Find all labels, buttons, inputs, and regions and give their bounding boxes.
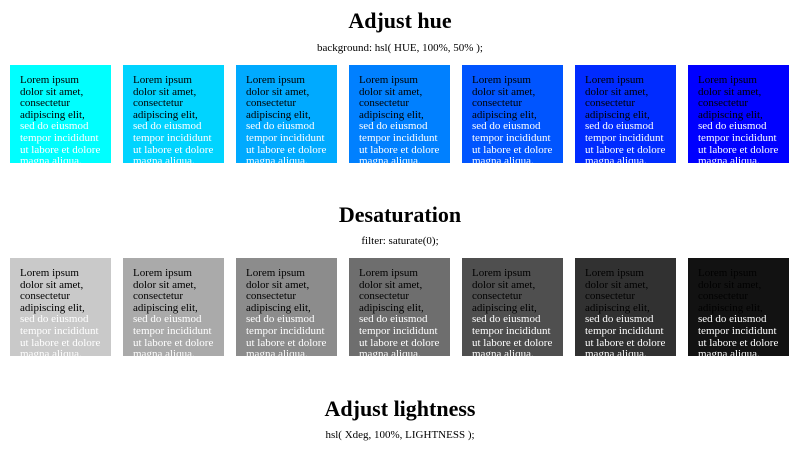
box-text-light: sed do eiusmod tempor incididunt ut labo… <box>585 313 666 361</box>
box-text-dark: Lorem ipsum dolor sit amet, consectetur … <box>585 74 650 121</box>
box-text-light: sed do eiusmod tempor incididunt ut labo… <box>585 120 666 168</box>
box-text-dark: Lorem ipsum dolor sit amet, consectetur … <box>20 74 85 121</box>
box-text-dark: Lorem ipsum dolor sit amet, consectetur … <box>472 74 537 121</box>
box-text-light: sed do eiusmod tempor incididunt ut labo… <box>20 313 101 361</box>
box-text-light: sed do eiusmod tempor incididunt ut labo… <box>133 313 214 361</box>
color-box: Lorem ipsum dolor sit amet, consectetur … <box>349 258 450 360</box>
box-text-dark: Lorem ipsum dolor sit amet, consectetur … <box>246 267 311 314</box>
box-text-light: sed do eiusmod tempor incididunt ut labo… <box>472 313 553 361</box>
box-text-light: sed do eiusmod tempor incididunt ut labo… <box>246 313 327 361</box>
color-box: Lorem ipsum dolor sit amet, consectetur … <box>575 65 676 167</box>
section-title-hue: Adjust hue <box>348 8 452 33</box>
box-text-dark: Lorem ipsum dolor sit amet, consectetur … <box>133 74 198 121</box>
color-box: Lorem ipsum dolor sit amet, consectetur … <box>688 258 789 360</box>
section-title-desaturation: Desaturation <box>338 202 462 227</box>
section-subtitle-lightness: hsl( Xdeg, 100%, LIGHTNESS ); <box>325 429 475 441</box>
box-text-dark: Lorem ipsum dolor sit amet, consectetur … <box>246 74 311 121</box>
section-subtitle-hue: background: hsl( HUE, 100%, 50% ); <box>317 42 483 54</box>
box-text-dark: Lorem ipsum dolor sit amet, consectetur … <box>133 267 198 314</box>
color-box: Lorem ipsum dolor sit amet, consectetur … <box>688 65 789 167</box>
color-box: Lorem ipsum dolor sit amet, consectetur … <box>236 258 337 360</box>
desaturation-row: Lorem ipsum dolor sit amet, consectetur … <box>10 258 789 360</box>
color-box: Lorem ipsum dolor sit amet, consectetur … <box>462 65 563 167</box>
box-text-light: sed do eiusmod tempor incididunt ut labo… <box>133 120 214 168</box>
color-box: Lorem ipsum dolor sit amet, consectetur … <box>349 65 450 167</box>
box-text-dark: Lorem ipsum dolor sit amet, consectetur … <box>359 74 424 121</box>
box-text-dark: Lorem ipsum dolor sit amet, consectetur … <box>585 267 650 314</box>
color-box: Lorem ipsum dolor sit amet, consectetur … <box>123 65 224 167</box>
color-box: Lorem ipsum dolor sit amet, consectetur … <box>123 258 224 360</box>
section-title-lightness: Adjust lightness <box>324 396 476 421</box>
box-text-light: sed do eiusmod tempor incididunt ut labo… <box>20 120 101 168</box>
color-box: Lorem ipsum dolor sit amet, consectetur … <box>462 258 563 360</box>
box-text-light: sed do eiusmod tempor incididunt ut labo… <box>698 120 779 168</box>
box-text-dark: Lorem ipsum dolor sit amet, consectetur … <box>698 74 763 121</box>
box-text-light: sed do eiusmod tempor incididunt ut labo… <box>472 120 553 168</box>
box-text-dark: Lorem ipsum dolor sit amet, consectetur … <box>20 267 85 314</box>
color-box: Lorem ipsum dolor sit amet, consectetur … <box>236 65 337 167</box>
section-subtitle-desaturation: filter: saturate(0); <box>361 235 439 247</box>
color-box: Lorem ipsum dolor sit amet, consectetur … <box>575 258 676 360</box>
box-text-light: sed do eiusmod tempor incididunt ut labo… <box>359 120 440 168</box>
box-text-light: sed do eiusmod tempor incididunt ut labo… <box>359 313 440 361</box>
hue-row: Lorem ipsum dolor sit amet, consectetur … <box>10 65 789 167</box>
box-text-dark: Lorem ipsum dolor sit amet, consectetur … <box>698 267 763 314</box>
box-text-light: sed do eiusmod tempor incididunt ut labo… <box>246 120 327 168</box>
box-text-light: sed do eiusmod tempor incididunt ut labo… <box>698 313 779 361</box>
box-text-dark: Lorem ipsum dolor sit amet, consectetur … <box>359 267 424 314</box>
box-text-dark: Lorem ipsum dolor sit amet, consectetur … <box>472 267 537 314</box>
color-box: Lorem ipsum dolor sit amet, consectetur … <box>10 65 111 167</box>
color-box: Lorem ipsum dolor sit amet, consectetur … <box>10 258 111 360</box>
